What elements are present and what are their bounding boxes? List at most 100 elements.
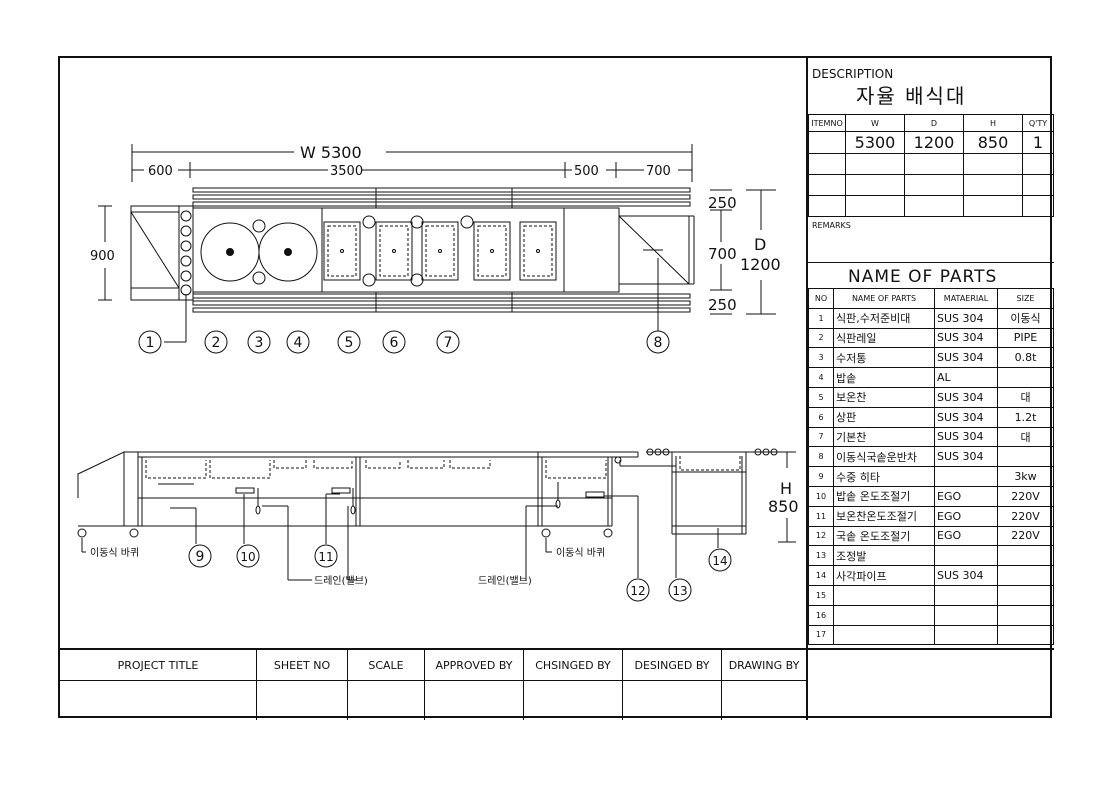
parts-material: EGO (934, 485, 998, 507)
dim-H-label: H (780, 479, 792, 498)
title-block: PROJECT TITLE SHEET NO SCALE APPROVED BY… (60, 648, 806, 720)
parts-no: 11 (808, 505, 834, 527)
callout-label: 10 (240, 550, 255, 564)
parts-material (934, 545, 998, 567)
spec-cell: 850 (963, 131, 1023, 154)
dim-700: 700 (646, 164, 671, 179)
parts-name: 기본찬 (833, 426, 935, 448)
callout-label: 4 (294, 335, 303, 351)
description-label: DESCRIPTION (812, 67, 894, 81)
dim-900: 900 (90, 249, 115, 264)
parts-no: 5 (808, 386, 834, 408)
parts-name (833, 584, 935, 606)
parts-no: 12 (808, 525, 834, 547)
spec-header: H (963, 114, 1023, 132)
dim-D-label: D (754, 235, 766, 254)
parts-material (934, 466, 998, 487)
parts-no: 9 (808, 466, 834, 487)
chsinged-by-label: CHSINGED BY (523, 650, 623, 681)
parts-row: 15 (808, 584, 1054, 606)
parts-no: 13 (808, 545, 834, 567)
parts-size: 220V (997, 525, 1054, 547)
parts-material (934, 624, 998, 646)
parts-material: SUS 304 (934, 327, 998, 349)
parts-name: 식판레일 (833, 327, 935, 349)
parts-header: SIZE (997, 288, 1054, 309)
spec-empty-row (808, 153, 1054, 175)
parts-no: 6 (808, 406, 834, 428)
parts-no: 2 (808, 327, 834, 349)
callout-8 (646, 330, 670, 354)
dim-700-vertical: 700 (708, 245, 737, 263)
spec-cell: 1 (1022, 131, 1054, 154)
callout-label: 9 (196, 549, 205, 565)
callout-label: 12 (630, 584, 645, 598)
parts-material: SUS 304 (934, 386, 998, 408)
parts-row: 16 (808, 604, 1054, 626)
parts-no: 1 (808, 307, 834, 329)
callout-1 (138, 330, 162, 354)
drawing-by-value (722, 681, 807, 721)
parts-size (997, 624, 1054, 646)
parts-name: 보온찬 (833, 386, 935, 408)
scale-value (347, 680, 425, 720)
parts-material: SUS 304 (934, 307, 998, 329)
parts-material: AL (934, 367, 998, 388)
parts-size: 대 (997, 386, 1054, 408)
parts-name: 밥솥 온도조절기 (833, 485, 935, 507)
callout-10 (236, 544, 260, 568)
callout-label: 8 (654, 335, 663, 351)
spec-empty-row (808, 195, 1054, 217)
chsinged-by-value (523, 680, 623, 720)
callout-12 (626, 578, 650, 602)
parts-material: SUS 304 (934, 565, 998, 586)
parts-size (997, 565, 1054, 586)
callout-4 (286, 330, 310, 354)
info-panel: DESCRIPTION 자율 배식대 ITEMNO W D H Q'TY 530… (806, 58, 1054, 648)
label-caster-left: 이동식 바퀴 (90, 547, 139, 559)
callout-label: 11 (318, 550, 333, 564)
parts-no: 14 (808, 565, 834, 586)
parts-size: 1.2t (997, 406, 1054, 428)
dim-250-top: 250 (708, 194, 737, 212)
callout-circles (138, 330, 732, 602)
parts-name: 밥솥 (833, 367, 935, 388)
parts-no: 10 (808, 485, 834, 507)
drawing-canvas: 1 2 3 4 5 6 7 8 9 10 11 12 13 14 W 5300 … (77, 143, 799, 602)
parts-material: SUS 304 (934, 426, 998, 448)
approved-by-value (424, 680, 524, 720)
parts-size: PIPE (997, 327, 1054, 349)
parts-name: 이동식국솥운반차 (833, 446, 935, 468)
dim-1200: 1200 (740, 255, 781, 274)
parts-name (833, 604, 935, 626)
spec-empty-row (808, 174, 1054, 196)
spec-header: D (904, 114, 964, 132)
parts-material: SUS 304 (934, 446, 998, 468)
parts-size: 대 (997, 426, 1054, 448)
parts-no: 8 (808, 446, 834, 468)
spec-header-row: ITEMNO W D H Q'TY (808, 114, 1054, 132)
parts-name (833, 624, 935, 646)
callout-3 (247, 330, 271, 354)
label-drain-left: 드레인(밸브) (314, 575, 368, 587)
project-title-value (60, 680, 257, 720)
dim-250-bottom: 250 (708, 296, 737, 314)
parts-header: NAME OF PARTS (833, 288, 935, 309)
title-block-right-cell (806, 648, 1054, 720)
dim-850: 850 (768, 497, 799, 516)
callout-9 (188, 544, 212, 568)
callout-label: 1 (146, 335, 155, 351)
parts-name: 조정발 (833, 545, 935, 567)
parts-name: 상판 (833, 406, 935, 428)
parts-name: 사각파이프 (833, 565, 935, 586)
parts-no: 17 (808, 624, 834, 646)
parts-row: 17 (808, 624, 1054, 646)
